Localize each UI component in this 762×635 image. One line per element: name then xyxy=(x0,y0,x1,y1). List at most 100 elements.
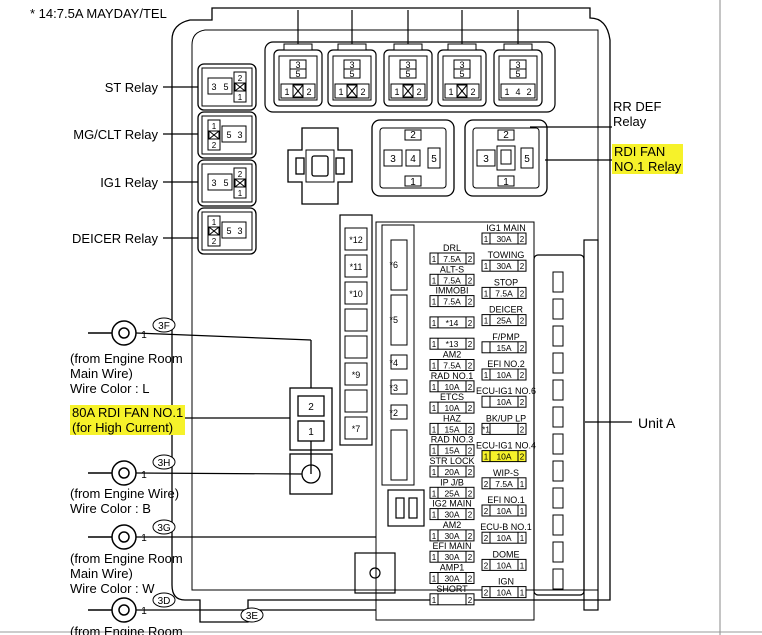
left-leaders xyxy=(163,86,198,239)
deicer-relay-label: DEICER Relay xyxy=(72,231,158,246)
mid-cell-label: *7 xyxy=(352,424,361,434)
top-relay-cross-b xyxy=(456,84,468,98)
unit-a-slot xyxy=(552,325,564,347)
fuse-name: AM2 xyxy=(443,520,462,530)
big-relay-pin-5: 5 xyxy=(524,154,530,165)
fuse-pin-right: 2 xyxy=(520,453,525,462)
left-relay-inner xyxy=(201,115,253,155)
fuse-pin-left: 1 xyxy=(484,235,489,244)
fuse-pin-left: *1 xyxy=(482,425,490,434)
fuse-pin-left: 1 xyxy=(432,404,437,413)
left-relay-inner xyxy=(201,163,253,203)
fuse-body xyxy=(429,337,475,350)
fuse-name: ETCS xyxy=(440,392,464,402)
inner-cell-2: *5 xyxy=(389,294,408,346)
inner-column-fuses: *6*5*4*3*2 xyxy=(389,239,408,481)
mid-cell-3: *10 xyxy=(344,281,368,305)
fuse-name: HAZ xyxy=(443,413,462,423)
top-relay-inner xyxy=(442,55,482,101)
fuse-pin-right: 2 xyxy=(468,511,473,520)
left-relay-pin-5: 5 xyxy=(223,178,228,188)
fuse-name: IG1 MAIN xyxy=(486,223,526,233)
fuse-pin-left: 1 xyxy=(432,319,437,328)
fuse-pin-left: 1 xyxy=(432,596,437,605)
top-relay-pin-mid: 5 xyxy=(405,69,410,79)
left-relay-inner xyxy=(201,67,253,107)
fuse-pin-left: 2 xyxy=(484,480,489,489)
top-relay-pin-left: 1 xyxy=(394,87,399,97)
inner-cell-label: *3 xyxy=(389,383,398,393)
wire-pin-1d: 1 xyxy=(141,606,147,617)
top-relay-cross-b xyxy=(292,84,304,98)
top-relay-tab xyxy=(447,43,477,51)
big-fuse-pin-1: 1 xyxy=(308,427,314,438)
left-relay-stack-bottom: 1 xyxy=(238,93,243,102)
fuse-rating: 10A xyxy=(496,560,511,570)
fuse-pin-right: 2 xyxy=(468,575,473,584)
fuse-rating: 7.5A xyxy=(443,361,461,371)
fuse-name: EFI MAIN xyxy=(432,541,471,551)
fuse-body xyxy=(481,531,527,544)
fuse-body xyxy=(429,359,475,371)
fuse-rating: 10A xyxy=(496,452,511,462)
fuse-pin-left: 1 xyxy=(432,511,437,520)
fuse-rating: 7.5A xyxy=(443,275,461,285)
unit-a-slot xyxy=(552,460,564,482)
top-relay-pin-right: 2 xyxy=(470,87,475,97)
top-relay-pin-right: 2 xyxy=(416,87,421,97)
fuse-pin-left: 1 xyxy=(432,553,437,562)
big-relay-pin-4: 4 xyxy=(410,154,416,165)
unit-a-slot xyxy=(552,379,564,401)
right-leaders xyxy=(530,126,632,423)
fuse-name: BK/UP LP xyxy=(486,413,526,423)
big-relay-pin-2: 2 xyxy=(410,130,416,141)
top-relay-inner xyxy=(278,55,318,101)
top-relay-cross xyxy=(456,84,468,98)
big-relay-inner xyxy=(379,127,447,189)
fuse-rating: 10A xyxy=(496,533,511,543)
rdi-fan-line2: NO.1 Relay xyxy=(612,159,684,174)
top-relay-lower xyxy=(500,83,536,99)
fuse-pin-left: 1 xyxy=(484,317,489,326)
fuse-name: STOP xyxy=(494,277,518,287)
fuse-pin-right: 1 xyxy=(520,561,525,570)
left-relay-pin-3: 3 xyxy=(211,178,216,188)
inner-cell-label: *5 xyxy=(389,315,398,325)
inner-cell-box xyxy=(390,404,408,420)
left-relay-body xyxy=(197,159,257,207)
fuse-body xyxy=(429,572,475,584)
fuse-pin-left: 1 xyxy=(432,255,437,264)
fuse-body xyxy=(429,273,475,286)
rr-def-line1: RR DEF xyxy=(613,99,662,114)
wire-3f-line2: Main Wire) xyxy=(70,366,133,381)
fuse-pin-left: 1 xyxy=(432,489,437,498)
fuse-pin-left: 1 xyxy=(484,262,489,271)
fuse-body xyxy=(481,558,527,571)
fuse-rating: 25A xyxy=(444,488,459,498)
fuse-pin-right: 1 xyxy=(520,589,525,598)
unit-a-slot xyxy=(552,487,564,509)
fuse-pin-left: 1 xyxy=(432,425,437,434)
top-relay-pin-left: 1 xyxy=(504,87,509,97)
top-relay-pin-mid: 5 xyxy=(295,69,300,79)
big-relay-center xyxy=(405,149,421,167)
big-relay-inner xyxy=(472,127,540,189)
